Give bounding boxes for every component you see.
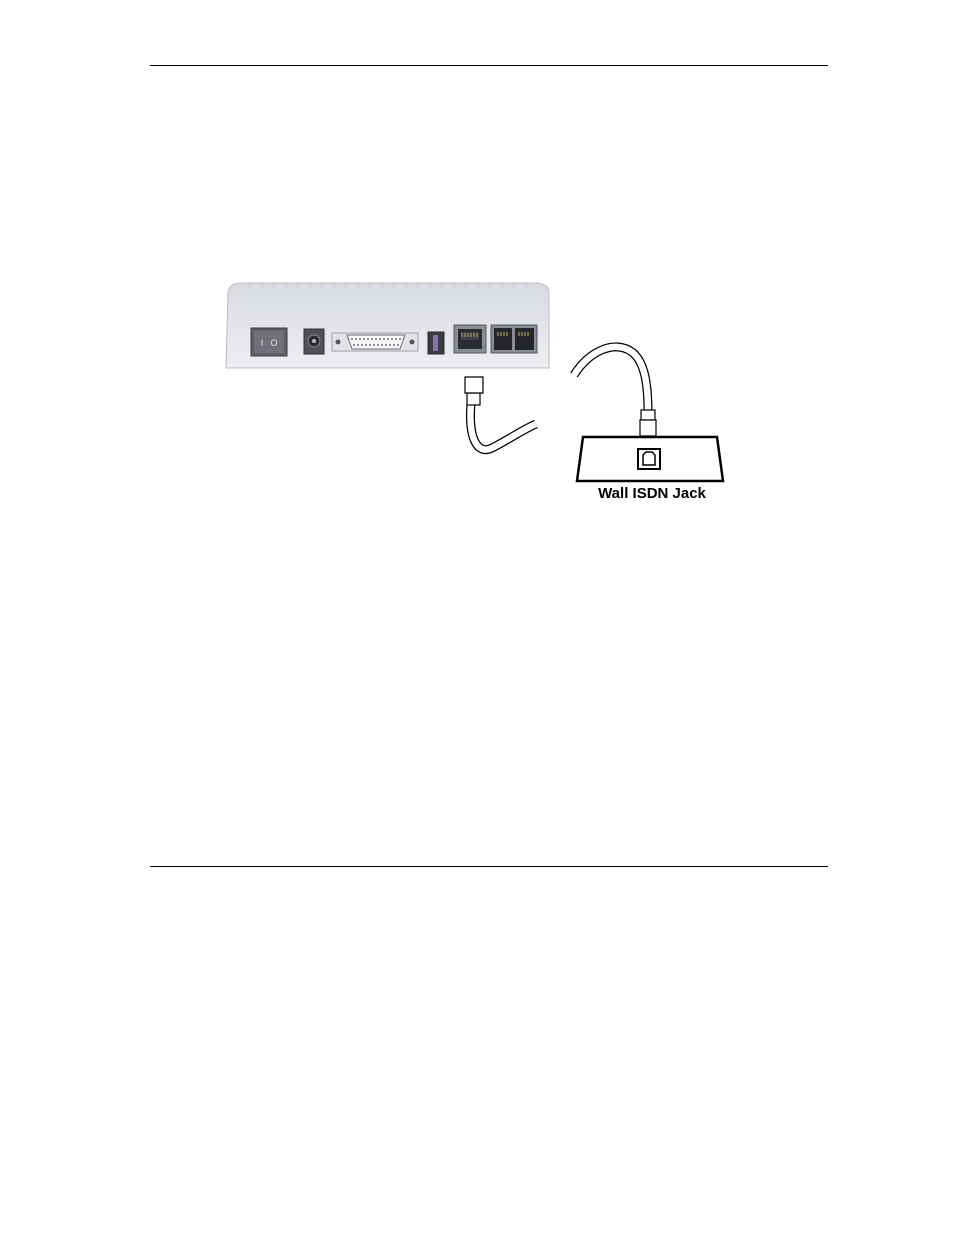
switch-on-mark: I xyxy=(261,338,264,348)
isdn-connection-figure: I O xyxy=(215,275,735,515)
isdn-port xyxy=(454,325,486,353)
wall-plug xyxy=(640,410,656,436)
wall-isdn-jack xyxy=(577,437,723,481)
cable-wall-end xyxy=(574,347,648,412)
power-jack xyxy=(304,329,324,354)
phone-ports xyxy=(491,325,537,353)
aux-slot xyxy=(428,332,444,354)
serial-port xyxy=(332,333,418,351)
header-rule xyxy=(150,65,828,66)
footer-rule xyxy=(150,866,828,867)
router-plug xyxy=(465,377,483,405)
power-switch: I O xyxy=(251,328,287,356)
cable-router-end xyxy=(470,403,536,450)
switch-off-mark: O xyxy=(270,338,277,348)
wall-jack-label: Wall ISDN Jack xyxy=(582,485,722,502)
